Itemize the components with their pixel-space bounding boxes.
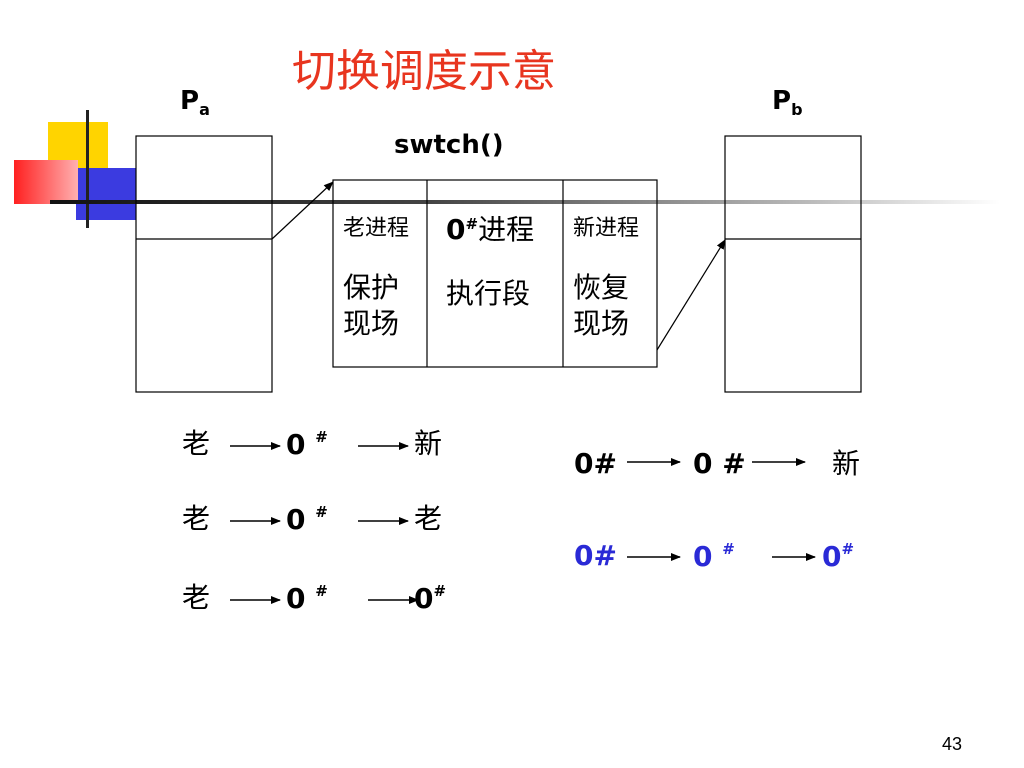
- seq-right-2-a: 0#: [574, 539, 617, 572]
- pa-box: [135, 135, 273, 393]
- seq-left-1-b-num: 0: [286, 428, 306, 461]
- cell-new-heading: 新进程: [573, 216, 640, 241]
- pa-sub: a: [199, 100, 210, 119]
- cell-old-body-line2: 现场: [343, 307, 400, 340]
- cell-old-body-line1: 保护: [343, 271, 400, 304]
- cell-zero-heading: 0#进程: [446, 216, 534, 244]
- decor-horizontal-line: [50, 200, 1000, 204]
- seq-left-1-a: 老: [182, 427, 211, 460]
- seq-right-1-b: 0 #: [693, 447, 746, 480]
- page-title: 切换调度示意: [292, 46, 556, 97]
- seq-left-2-c: 老: [414, 502, 443, 535]
- seq-left-2-b-num: 0: [286, 503, 306, 536]
- seq-right-2-c: 0#: [822, 542, 854, 571]
- pb-label: Pb: [772, 88, 803, 118]
- seq-right-2-b-sup: #: [722, 540, 735, 558]
- seq-left-1-c: 新: [414, 427, 443, 460]
- swtch-label: swtch(): [394, 130, 504, 160]
- decor-vertical-line: [86, 110, 89, 228]
- decor-red-square: [14, 160, 78, 204]
- pa-main: P: [180, 86, 200, 116]
- seq-left-2-a: 老: [182, 502, 211, 535]
- seq-left-2-b: 0 #: [286, 505, 328, 534]
- seq-right-2-c-sup: #: [841, 540, 855, 558]
- seq-right-2-c-num: 0: [822, 540, 842, 573]
- seq-left-3-c: 0#: [414, 584, 446, 613]
- seq-left-3-b-num: 0: [286, 582, 306, 615]
- seq-right-2-b: 0 #: [693, 542, 735, 571]
- cell-zero-body: 执行段: [446, 277, 531, 310]
- seq-left-2-b-sup: #: [315, 503, 328, 521]
- pb-main: P: [772, 86, 792, 116]
- swtch-table: [332, 179, 658, 368]
- seq-left-3-b: 0 #: [286, 584, 328, 613]
- pb-sub: b: [791, 100, 803, 119]
- cell-zero-num: 0: [446, 213, 466, 246]
- seq-right-1-c: 新: [832, 447, 861, 480]
- seq-left-3-b-sup: #: [315, 582, 328, 600]
- seq-left-1-b: 0 #: [286, 430, 328, 459]
- cell-new-body-line1: 恢复: [573, 271, 630, 304]
- page-number: 43: [941, 734, 962, 754]
- cell-new-body-line2: 现场: [573, 307, 630, 340]
- arrow-pa-to-swtch: [271, 181, 334, 240]
- seq-right-2-b-num: 0: [693, 540, 713, 573]
- arrow-swtch-to-pb: [656, 239, 726, 351]
- cell-zero-text: 进程: [478, 213, 535, 246]
- seq-left-3-c-sup: #: [433, 582, 447, 600]
- cell-old-heading: 老进程: [343, 216, 410, 241]
- seq-left-3-a: 老: [182, 581, 211, 614]
- seq-right-1-a: 0#: [574, 447, 617, 480]
- cell-old-body: 保护 现场: [343, 270, 399, 342]
- cell-zero-sup: #: [465, 215, 479, 233]
- seq-left-1-b-sup: #: [315, 428, 328, 446]
- pb-box: [724, 135, 862, 393]
- seq-left-3-c-num: 0: [414, 582, 434, 615]
- cell-new-body: 恢复 现场: [573, 270, 629, 342]
- pa-label: Pa: [180, 88, 210, 118]
